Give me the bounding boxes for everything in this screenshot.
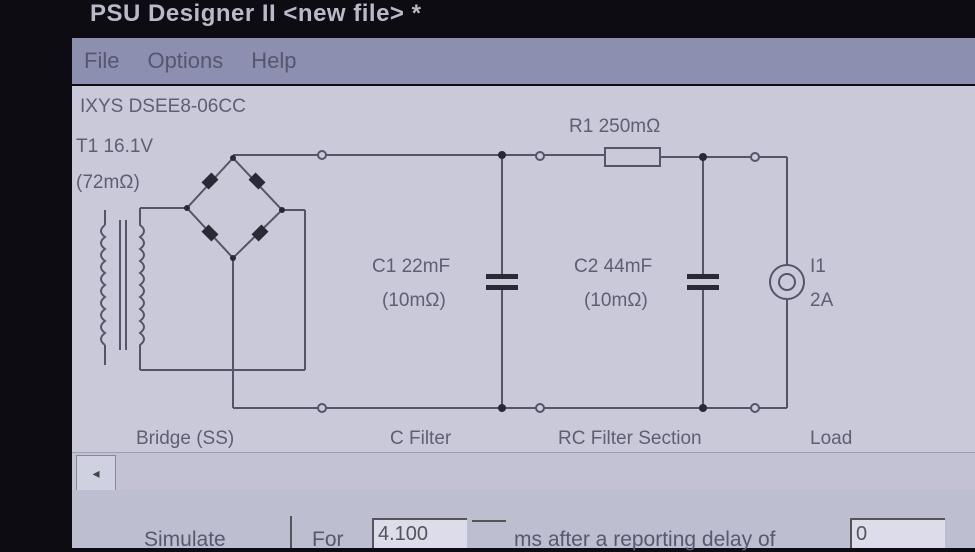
c2-label: C2 44mF <box>574 256 653 277</box>
c1-label: C1 22mF <box>372 256 451 277</box>
for-label: For <box>312 528 344 551</box>
load-value: 2A <box>810 290 834 311</box>
delay-input[interactable]: 0 <box>850 518 945 548</box>
circuit-diagram <box>100 147 805 413</box>
resistor-r1 <box>604 147 661 167</box>
simulate-button[interactable]: Simulate <box>144 528 226 551</box>
capacitor-c2 <box>687 274 719 279</box>
menu-options[interactable]: Options <box>147 48 224 73</box>
diode-label: IXYS DSEE8-06CC <box>80 96 246 117</box>
r1-label: R1 250mΩ <box>569 116 661 137</box>
menu-file[interactable]: File <box>84 48 120 73</box>
capacitor-c1 <box>486 274 518 279</box>
bridge-rectifier <box>185 156 284 260</box>
c2-esr: (10mΩ) <box>584 290 648 311</box>
schematic-canvas[interactable]: IXYS DSEE8-06CC T1 16.1V (72mΩ) R1 250mΩ… <box>72 86 975 452</box>
duration-input[interactable]: 4.100 <box>372 518 467 548</box>
transformer-label: T1 16.1V <box>76 136 154 157</box>
menu-bar: File Options Help <box>72 38 975 84</box>
window-title: PSU Designer II <new file> * <box>90 0 422 27</box>
section-bridge: Bridge (SS) <box>136 428 235 449</box>
transformer-primary <box>100 224 107 346</box>
horizontal-scrollbar[interactable]: ◂ <box>72 452 975 491</box>
menu-help[interactable]: Help <box>251 48 297 73</box>
duration-spinner[interactable] <box>472 520 506 548</box>
c1-esr: (10mΩ) <box>382 290 446 311</box>
load-label: I1 <box>810 256 826 277</box>
transformer-secondary <box>138 208 145 357</box>
section-load: Load <box>810 428 853 449</box>
diode-icons <box>201 172 269 242</box>
transformer-resistance: (72mΩ) <box>76 172 140 193</box>
current-source-i1 <box>769 264 805 300</box>
units-label: ms after a reporting delay of <box>514 528 776 551</box>
simulation-panel: Simulate For 4.100 ms after a reporting … <box>72 490 975 551</box>
scroll-left-button[interactable]: ◂ <box>76 455 116 491</box>
section-rc-filter: RC Filter Section <box>558 428 702 449</box>
divider <box>290 516 292 548</box>
section-c-filter: C Filter <box>390 428 452 449</box>
